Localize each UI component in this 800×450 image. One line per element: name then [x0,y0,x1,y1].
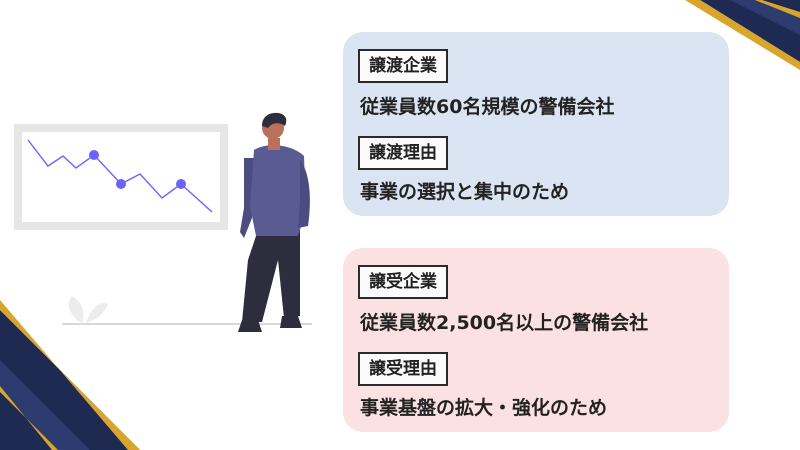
acquiring-reason-label: 譲受理由 [358,352,448,386]
chart-point [89,150,99,160]
transfer-company-label: 譲渡企業 [358,49,448,83]
chart-point [116,179,126,189]
acquiring-company-card: 譲受企業 従業員数2,500名以上の警備会社 譲受理由 事業基盤の拡大・強化のた… [343,248,729,432]
chart-point [176,179,186,189]
standing-person [238,112,310,332]
acquiring-company-label: 譲受企業 [358,265,448,299]
acquiring-company-description: 従業員数2,500名以上の警備会社 [360,312,649,334]
chart-trend-line [27,139,213,213]
person-viewing-chart-illustration [14,112,312,332]
declining-chart-board [14,124,228,230]
transfer-reason-text: 事業の選択と集中のため [360,181,570,203]
transfer-company-card: 譲渡企業 従業員数60名規模の警備会社 譲渡理由 事業の選択と集中のため [343,32,729,216]
plant-icon [68,296,108,323]
transfer-reason-label: 譲渡理由 [358,136,448,170]
acquiring-reason-text: 事業基盤の拡大・強化のため [360,397,608,419]
transfer-company-description: 従業員数60名規模の警備会社 [360,96,615,118]
